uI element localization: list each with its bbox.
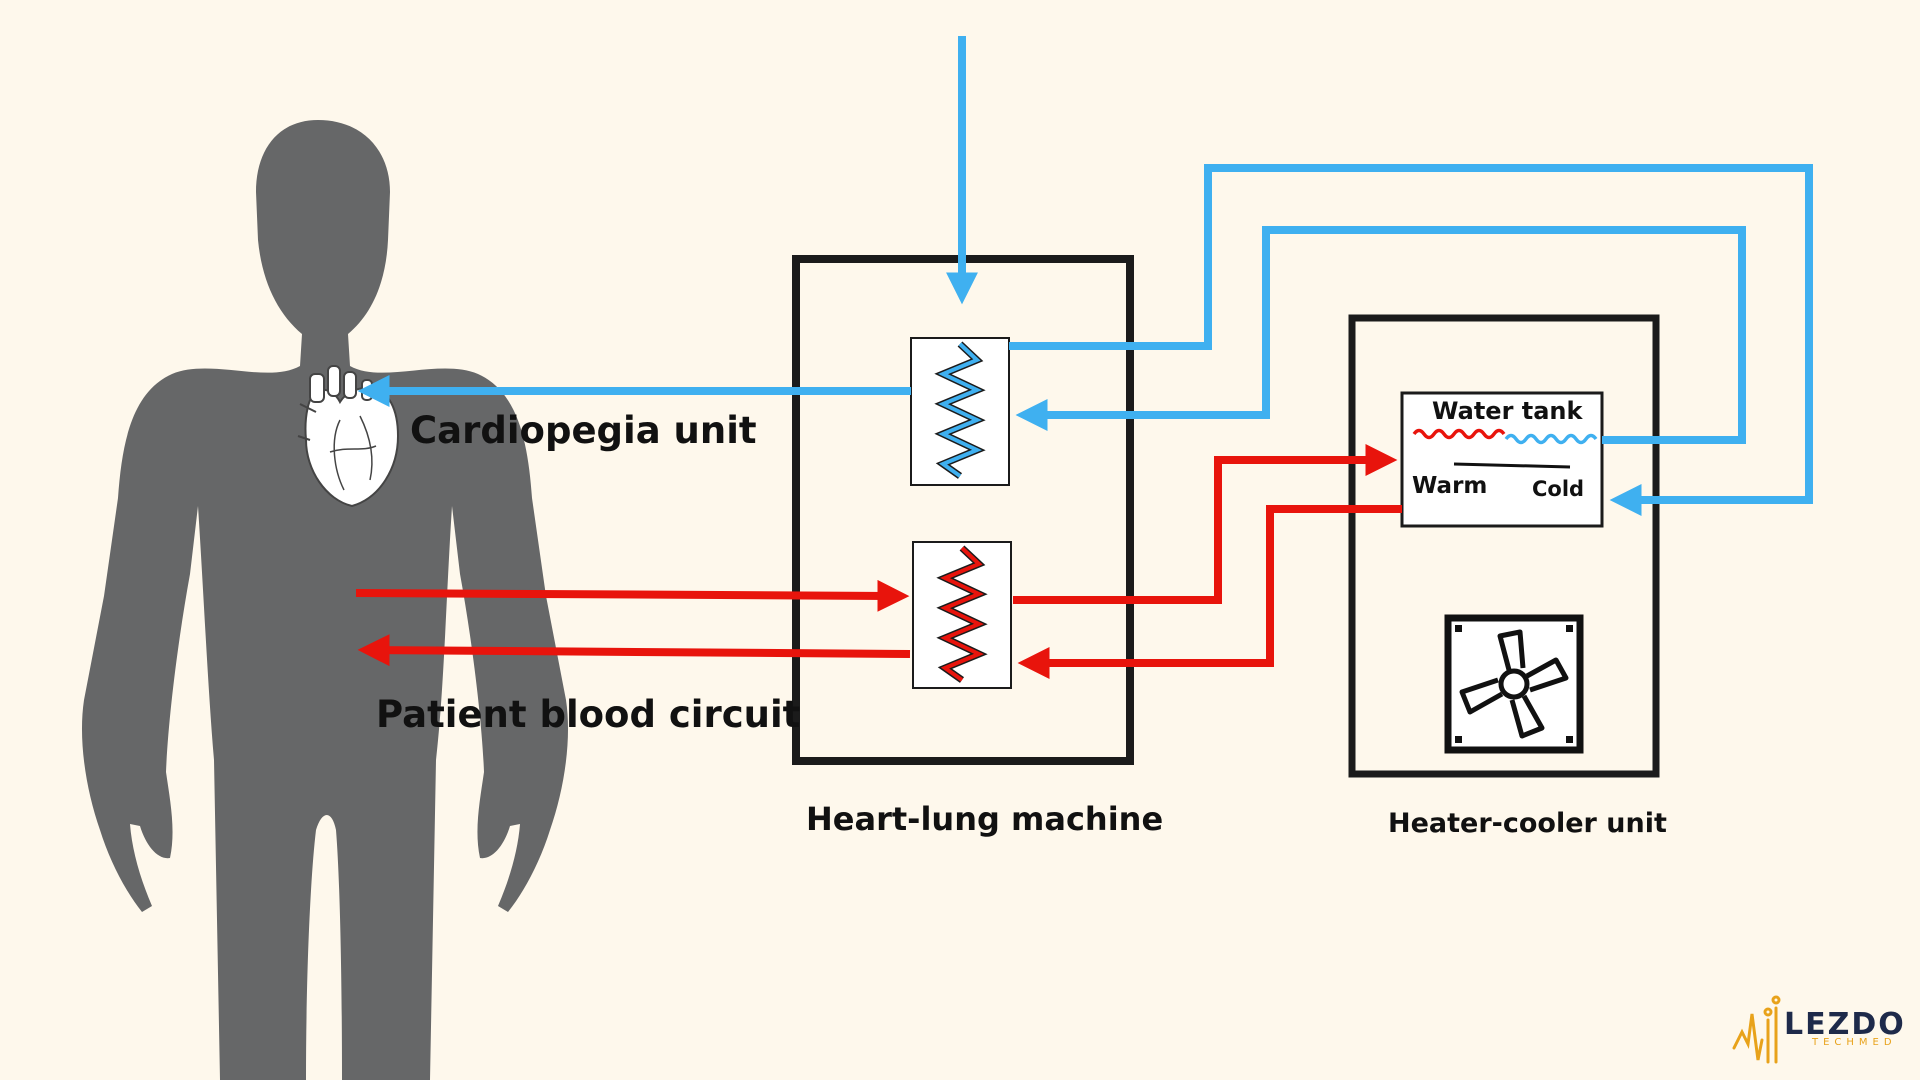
fan-icon <box>1444 614 1584 754</box>
cold-water-lines <box>357 36 1813 516</box>
cardioplegia-label: Cardiopegia unit <box>410 409 757 452</box>
logo-icon <box>1732 995 1781 1064</box>
heater-cooler-label: Heater-cooler unit <box>1388 808 1667 839</box>
logo-name: LEZDO <box>1784 1007 1906 1042</box>
patient-circuit-label: Patient blood circuit <box>376 693 800 736</box>
tank-divider <box>1453 462 1571 469</box>
heart-lung-machine-label: Heart-lung machine <box>806 800 1163 838</box>
cold-wave <box>1504 433 1598 445</box>
heater-cooler-box <box>1348 314 1660 778</box>
logo-sub: TECHMED <box>1811 1037 1897 1048</box>
cold-label: Cold <box>1532 477 1584 501</box>
human-silhouette <box>81 120 569 1080</box>
logo: LEZDO TECHMED <box>1732 995 1906 1064</box>
warm-label: Warm <box>1412 473 1487 499</box>
water-tank-box <box>1400 391 1604 528</box>
water-tank-label: Water tank <box>1432 397 1584 425</box>
warm-wave <box>1412 428 1506 440</box>
warm-water-lines <box>355 444 1402 679</box>
